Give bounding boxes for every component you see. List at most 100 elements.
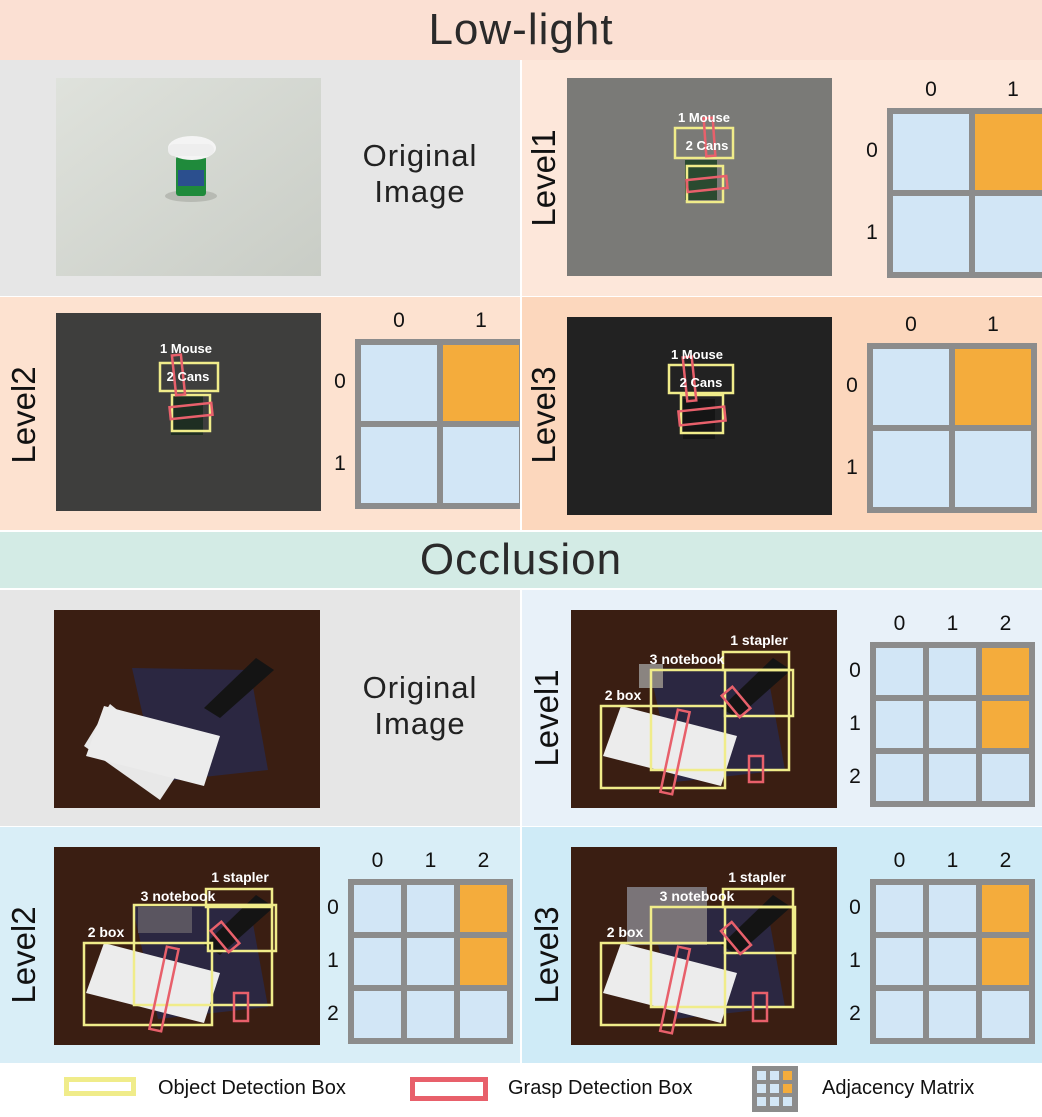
matrix-grid (867, 343, 1037, 513)
matrix-row-label: 2 (327, 1001, 339, 1025)
matrix-cell-empty (955, 431, 1031, 507)
occlusion-original-photo (54, 610, 320, 808)
matrix-col-label: 2 (999, 849, 1012, 872)
matrix-cell-empty (975, 196, 1042, 272)
adjacency-matrix: 0 1 2 0 1 2 (840, 612, 1035, 807)
matrix-cell-empty (929, 754, 976, 801)
lowlight-level2-panel: Level2 1 Mouse 2 Cans 0 1 0 1 (0, 297, 520, 530)
matrix-cell-empty (982, 754, 1029, 801)
stapler-label: 1 stapler (728, 869, 786, 885)
matrix-row-label: 0 (327, 895, 339, 919)
matrix-cell-empty (876, 701, 923, 748)
adjacency-matrix: 0 1 0 1 (325, 309, 520, 509)
matrix-row-label: 1 (849, 711, 861, 735)
level-label: Level3 (528, 906, 565, 1004)
matrix-cell-empty (873, 349, 949, 425)
occlusion-level1-panel: Level1 1 stapler 3 notebook 2 box 0 1 2 0 1 2 (522, 590, 1042, 826)
stapler-label: 1 stapler (730, 632, 788, 648)
matrix-cell-empty (876, 885, 923, 932)
matrix-cell-empty (354, 885, 401, 932)
legend-matrix-label: Adjacency Matrix (822, 1077, 975, 1099)
matrix-col-label: 2 (999, 612, 1012, 635)
matrix-col-label: 0 (393, 309, 405, 332)
matrix-row-label: 0 (866, 139, 878, 162)
matrix-cell-empty (876, 938, 923, 985)
matrix-cell-empty (929, 938, 976, 985)
original-image-label: Original Image (340, 138, 500, 210)
stapler-label: 1 stapler (211, 869, 269, 885)
mouse-label: 1 Mouse (160, 341, 212, 356)
matrix-cell-empty (361, 427, 437, 503)
legend-object-label: Object Detection Box (158, 1077, 346, 1099)
section-title-lowlight: Low-light (0, 0, 1042, 60)
matrix-cell-related (460, 938, 507, 985)
matrix-cell-empty (929, 648, 976, 695)
lowlight-original-photo (56, 78, 321, 276)
matrix-cell-empty (354, 938, 401, 985)
level-label: Level2 (5, 366, 42, 464)
lowlight-level3-photo: 1 Mouse 2 Cans (567, 317, 832, 515)
matrix-col-label: 0 (371, 849, 384, 872)
original-image-label: Original Image (340, 670, 500, 742)
matrix-cell-empty (929, 885, 976, 932)
notebook-label: 3 notebook (141, 888, 216, 904)
matrix-row-label: 2 (849, 1001, 861, 1025)
box-label: 2 box (605, 687, 642, 703)
matrix-row-label: 0 (849, 658, 861, 682)
original-label-line2: Image (374, 174, 466, 209)
notebook-label: 3 notebook (660, 888, 735, 904)
matrix-col-label: 0 (893, 612, 906, 635)
matrix-cell-empty (361, 345, 437, 421)
matrix-row-label: 0 (334, 370, 346, 393)
matrix-cell-empty (929, 701, 976, 748)
notebook-label: 3 notebook (650, 651, 725, 667)
lowlight-level2-photo: 1 Mouse 2 Cans (56, 313, 321, 511)
matrix-col-label: 1 (946, 612, 959, 635)
lowlight-level1-photo: 1 Mouse 2 Cans (567, 78, 832, 276)
matrix-cell-related (982, 938, 1029, 985)
matrix-cell-empty (354, 991, 401, 1038)
occlusion-original-panel: Original Image (0, 590, 520, 826)
level-label: Level1 (528, 669, 565, 767)
level-label: Level2 (5, 906, 42, 1004)
occlusion-level1-photo: 1 stapler 3 notebook 2 box (571, 610, 837, 808)
level-label: Level3 (525, 366, 562, 464)
matrix-cell-empty (893, 114, 969, 190)
legend (0, 1063, 1042, 1112)
mouse-label: 1 Mouse (671, 347, 723, 362)
matrix-cell-related (955, 349, 1031, 425)
matrix-cell-empty (982, 991, 1029, 1038)
cans-label: 2 Cans (167, 369, 210, 384)
matrix-row-label: 1 (849, 948, 861, 972)
matrix-cell-empty (873, 431, 949, 507)
matrix-col-label: 1 (1007, 78, 1019, 101)
matrix-row-label: 2 (849, 764, 861, 788)
matrix-grid (887, 108, 1042, 278)
legend-object-swatch (64, 1077, 136, 1096)
lowlight-original-panel: Original Image (0, 60, 520, 296)
matrix-col-label: 2 (477, 849, 490, 872)
matrix-col-label: 0 (925, 78, 937, 101)
box-label: 2 box (607, 924, 644, 940)
matrix-col-label: 0 (905, 313, 917, 336)
legend-matrix-icon (752, 1066, 798, 1112)
matrix-cell-empty (407, 885, 454, 932)
original-label-line1: Original (362, 670, 478, 705)
matrix-grid (870, 642, 1035, 807)
matrix-cell-empty (443, 427, 519, 503)
cans-label: 2 Cans (680, 375, 723, 390)
original-label-line2: Image (374, 706, 466, 741)
legend-grasp-label: Grasp Detection Box (508, 1077, 693, 1099)
matrix-cell-empty (876, 991, 923, 1038)
matrix-cell-empty (876, 754, 923, 801)
occlusion-title: Occlusion (419, 535, 623, 584)
matrix-col-label: 1 (475, 309, 487, 332)
matrix-row-label: 1 (334, 452, 346, 475)
